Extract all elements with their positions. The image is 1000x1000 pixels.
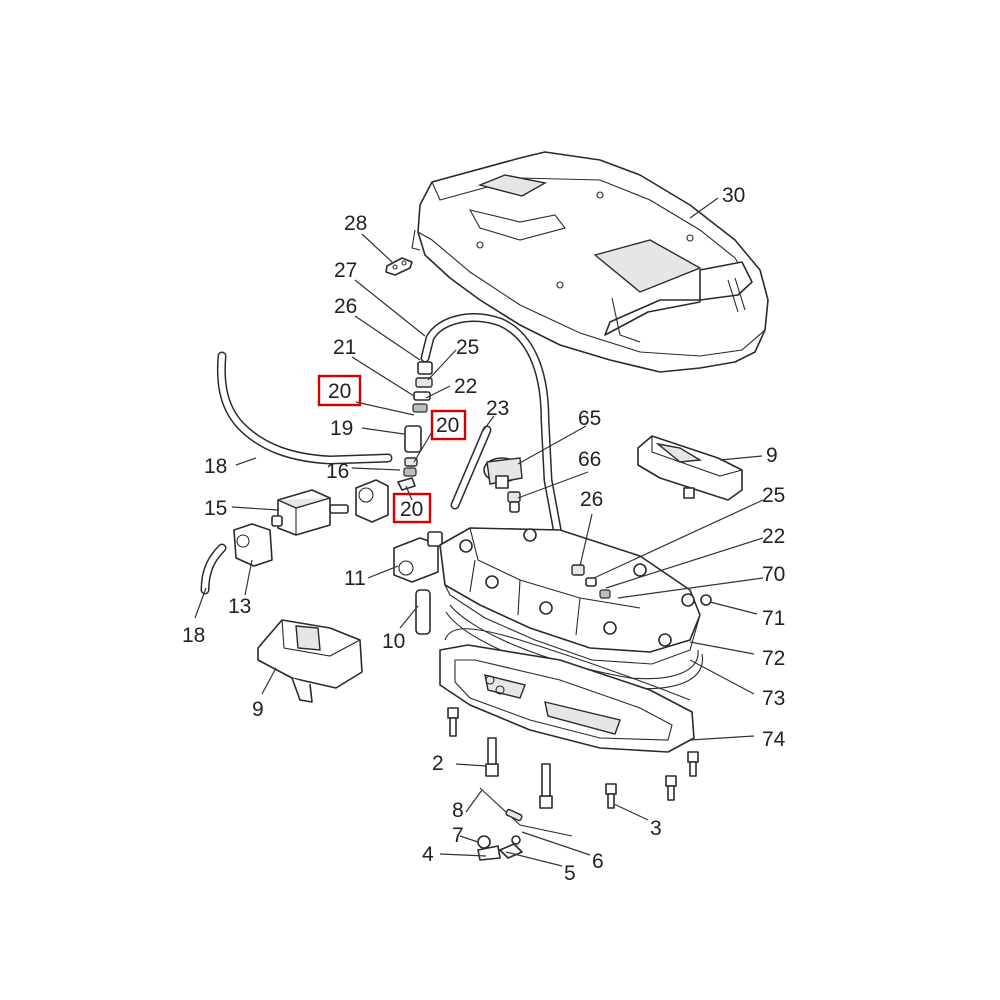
- callout-5: 5: [564, 862, 576, 885]
- callout-4: 4: [422, 843, 434, 866]
- part-9-bracket-left: [257, 619, 363, 703]
- callout-6: 6: [592, 850, 604, 873]
- part-4-bracket: [477, 845, 501, 861]
- callout-18-b: 18: [182, 624, 205, 647]
- callout-22-b: 22: [762, 525, 785, 548]
- part-65-sensor: [483, 457, 523, 489]
- part-13-plate: [233, 523, 273, 567]
- part-71-nut: [700, 594, 712, 606]
- callout-71: 71: [762, 607, 785, 630]
- part-28-clip: [385, 257, 413, 276]
- callout-22: 22: [454, 375, 477, 398]
- callout-13: 13: [228, 595, 251, 618]
- callout-7: 7: [452, 824, 464, 847]
- callout-20-b: 20: [436, 414, 459, 437]
- callout-9-a: 9: [766, 444, 778, 467]
- callout-65: 65: [578, 407, 601, 430]
- callout-3: 3: [650, 817, 662, 840]
- callout-23: 23: [486, 397, 509, 420]
- callout-20-c: 20: [400, 498, 423, 521]
- part-70-tank-lid: [439, 527, 701, 665]
- part-27-tube: [420, 313, 580, 575]
- callout-16: 16: [326, 460, 349, 483]
- part-8-probe: [479, 787, 573, 837]
- part-18-hose-long: [216, 351, 393, 465]
- callout-21: 21: [333, 336, 356, 359]
- highlight-box-20-a: [317, 374, 362, 407]
- callout-73: 73: [762, 687, 785, 710]
- part-23-hose-short: [450, 425, 492, 510]
- callout-18-a: 18: [204, 455, 227, 478]
- callout-15: 15: [204, 497, 227, 520]
- callout-labels: 30 28 27 26 25 21 22 20 20 20 19 23 65 6…: [182, 184, 786, 885]
- callout-70: 70: [762, 563, 785, 586]
- callout-8: 8: [452, 799, 464, 822]
- callout-10: 10: [382, 630, 405, 653]
- highlight-box-20-c: [392, 492, 432, 524]
- part-10-tube: [415, 589, 431, 635]
- callout-74: 74: [762, 728, 786, 751]
- leader-lines: [194, 197, 764, 867]
- callout-11: 11: [344, 567, 366, 590]
- callout-20-a: 20: [328, 380, 351, 403]
- callout-9-b: 9: [252, 698, 264, 721]
- part-73-gasket: [444, 628, 691, 701]
- callout-66: 66: [578, 448, 601, 471]
- callout-2: 2: [432, 752, 444, 775]
- part-7-cap: [477, 835, 491, 849]
- part-74-tank-base: [439, 644, 695, 753]
- callout-30: 30: [722, 184, 745, 207]
- callout-25-b: 25: [762, 484, 785, 507]
- part-5-6-clip: [499, 835, 523, 859]
- part-66-adapter: [507, 491, 521, 513]
- part-11-valve: [393, 531, 443, 583]
- callout-72: 72: [762, 647, 785, 670]
- part-9-bracket-right: [637, 435, 743, 501]
- bracket-plate: [355, 479, 389, 523]
- fitting-stack-upper: [397, 361, 433, 491]
- callout-27: 27: [334, 259, 357, 282]
- part-2-bolts: [447, 707, 553, 809]
- part-18-hose-short: [200, 543, 227, 595]
- part-3-bolts: [605, 751, 699, 809]
- callout-19: 19: [330, 417, 353, 440]
- part-30-top-cover: [411, 151, 769, 373]
- highlight-box-20-b: [430, 409, 467, 441]
- callout-25: 25: [456, 336, 479, 359]
- callout-26: 26: [334, 295, 357, 318]
- callout-28: 28: [344, 212, 367, 235]
- part-15-valve: [271, 489, 349, 536]
- lid-bolts: [459, 528, 695, 647]
- callout-26-b: 26: [580, 488, 603, 511]
